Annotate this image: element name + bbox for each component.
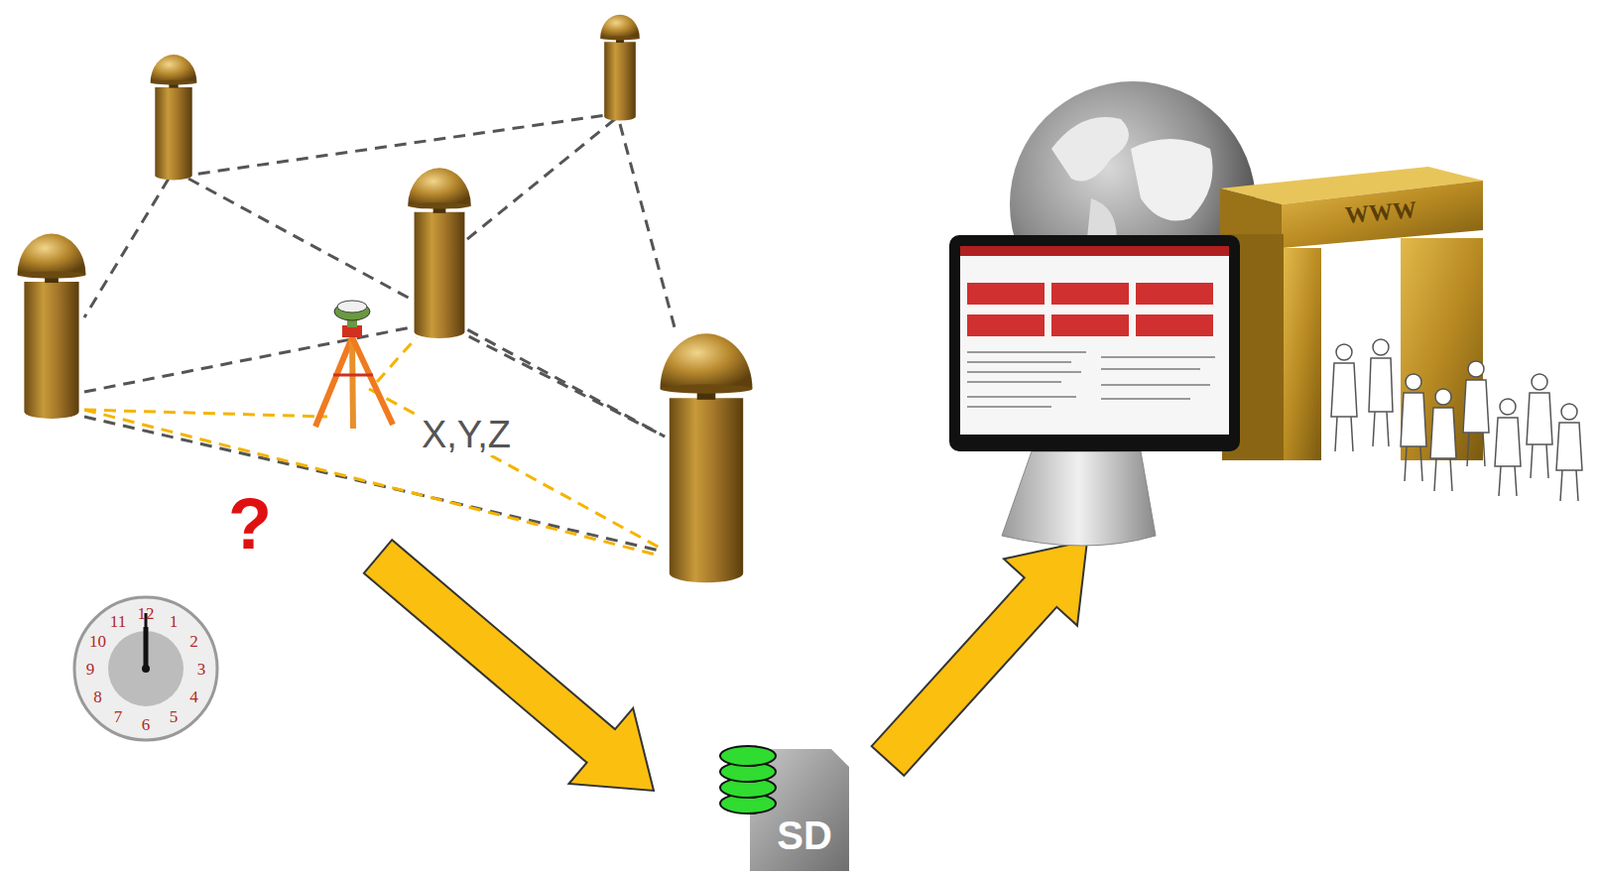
clock-number: 4 [189,688,199,706]
clock-number: 3 [197,660,207,678]
reference-station [600,14,640,122]
people [1331,339,1583,501]
clock-number: 12 [137,605,155,622]
clock-number: 6 [141,716,151,734]
rover-tripod [315,300,393,429]
question-mark: ? [228,488,272,560]
www-arch [1220,166,1483,461]
sd-card-label: SD [776,815,833,856]
flow-arrow [364,539,654,791]
clock-number: 11 [110,612,126,629]
reference-station [407,167,472,339]
clock-number: 7 [114,708,124,726]
clock-number: 8 [93,688,103,706]
flow-arrow [871,540,1088,776]
www-label: WWW [1344,197,1418,228]
clock-number: 1 [169,612,179,629]
clock-number: 5 [169,708,179,726]
reference-station [660,333,753,583]
clock [74,597,218,740]
database-icon [720,745,776,814]
clock-number: 2 [189,632,199,650]
clock-number: 9 [86,660,96,678]
reference-station [150,54,198,180]
reference-station [17,234,87,419]
monitor [949,235,1240,546]
rover-lines [84,337,660,556]
clock-number: 10 [89,632,107,650]
coordinate-label: X,Y,Z [417,413,515,456]
